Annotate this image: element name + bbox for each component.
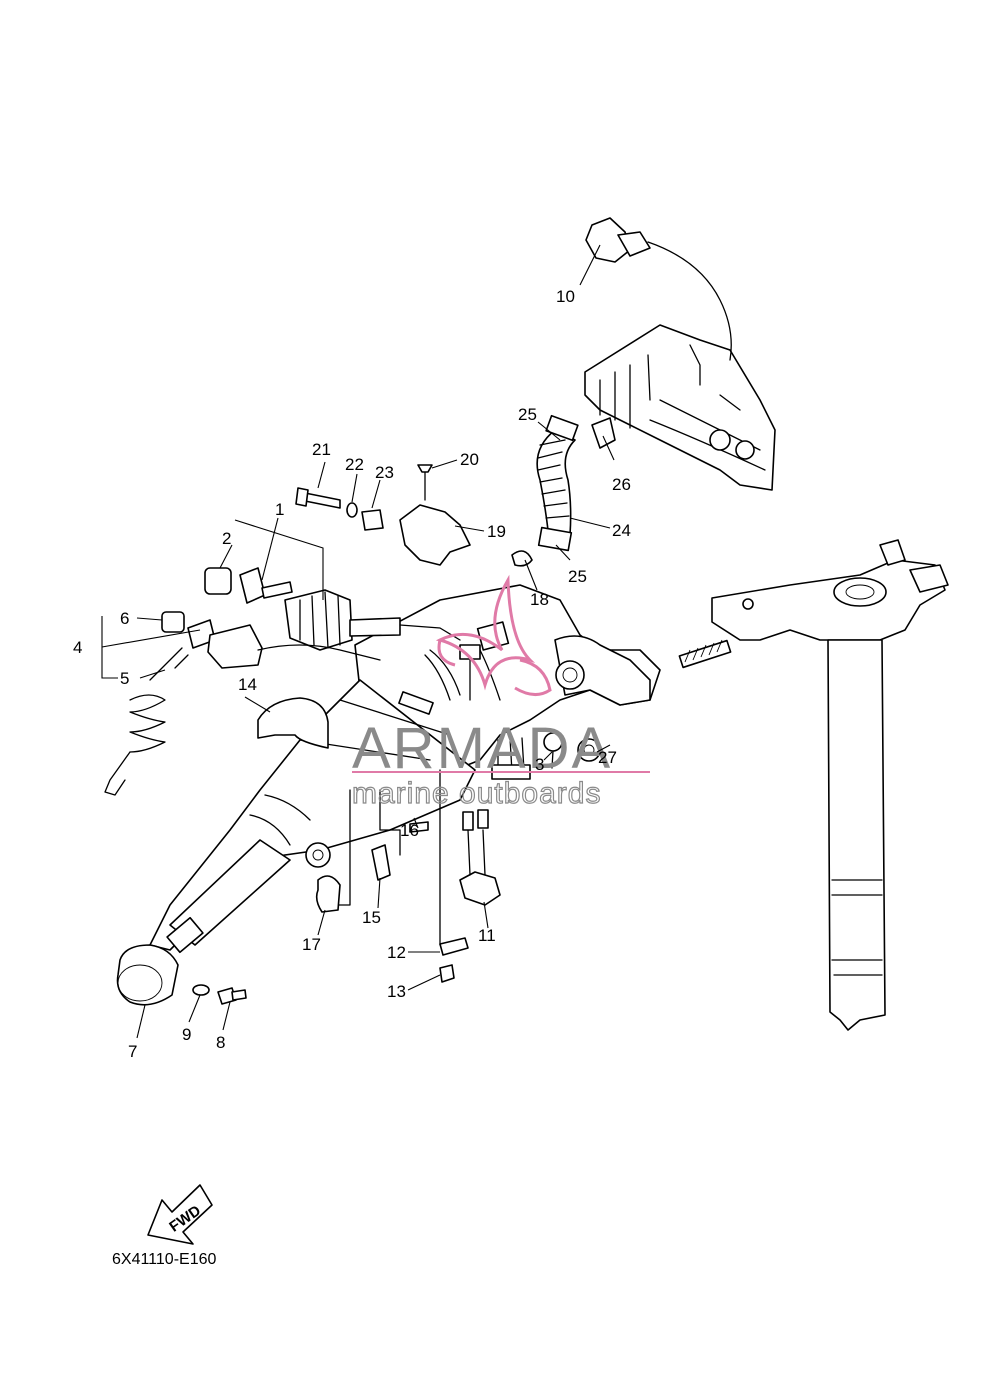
- callout-22: 22: [345, 455, 364, 474]
- engine-bracket-drawing: [584, 324, 776, 491]
- callout-8: 8: [216, 1033, 225, 1052]
- callout-25-lower: 25: [568, 567, 587, 586]
- watermark-tagline: marine outboards: [352, 777, 601, 810]
- leader-lines: [101, 244, 615, 1039]
- callout-6: 6: [120, 609, 129, 628]
- callout-16: 16: [400, 821, 419, 840]
- callout-9: 9: [182, 1025, 191, 1044]
- callout-12: 12: [387, 943, 406, 962]
- callout-20: 20: [460, 450, 479, 469]
- callout-27: 27: [598, 748, 617, 767]
- watermark-propeller-logo: [435, 574, 552, 696]
- swivel-bracket-drawing: [678, 539, 949, 1031]
- callout-17: 17: [302, 935, 321, 954]
- callout-4: 4: [73, 638, 82, 657]
- callout-15: 15: [362, 908, 381, 927]
- callout-2: 2: [222, 529, 231, 548]
- callout-1: 1: [275, 500, 284, 519]
- callout-3: 3: [535, 755, 544, 774]
- small-parts-drawing: [315, 732, 601, 983]
- fwd-arrow: FWD: [147, 1184, 213, 1245]
- callout-21: 21: [312, 440, 331, 459]
- bracket-19-bolts-drawing: [295, 464, 471, 566]
- callout-23: 23: [375, 463, 394, 482]
- callout-10: 10: [556, 287, 575, 306]
- callout-24: 24: [612, 521, 631, 540]
- stop-switch-drawing: [104, 611, 381, 796]
- callout-7: 7: [128, 1042, 137, 1061]
- hose-24-drawing: [536, 414, 616, 552]
- callout-5: 5: [120, 669, 129, 688]
- main-switch-drawing: [204, 567, 461, 651]
- callout-18: 18: [530, 590, 549, 609]
- grip-end-drawing: [116, 944, 247, 1006]
- callout-25-upper: 25: [518, 405, 537, 424]
- callout-11: 11: [478, 926, 496, 945]
- diagram-code: 6X41110-E160: [112, 1251, 216, 1268]
- steering-handle-drawing: [149, 584, 661, 954]
- callout-13: 13: [387, 982, 406, 1001]
- callout-14: 14: [238, 675, 257, 694]
- callout-26: 26: [612, 475, 631, 494]
- watermark: ARMADA marine outboards: [351, 574, 650, 811]
- clip-18-drawing: [511, 550, 533, 567]
- watermark-brand: ARMADA: [352, 716, 612, 781]
- callout-numbers: 1 2 3 4 5 6 7 8 9 10 11 12 13 14 15 16 1…: [73, 287, 631, 1061]
- cover-14-drawing: [257, 697, 329, 749]
- callout-19: 19: [487, 522, 506, 541]
